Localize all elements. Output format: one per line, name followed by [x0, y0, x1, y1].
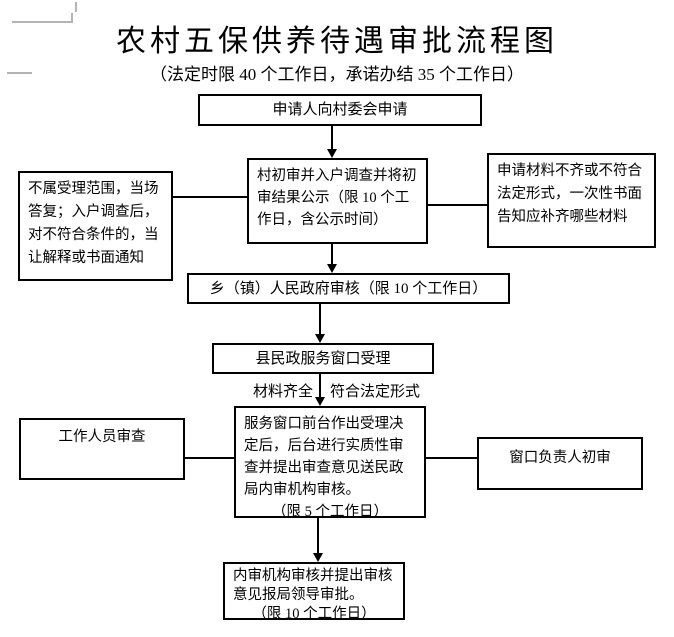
connector-county-to-service [319, 374, 321, 398]
flow-box-materials-incomplete-label: 申请材料不齐或不符合法定形式，一次性书面告知应补齐哪些材料 [497, 163, 642, 225]
flow-box-county-window-label: 县民政服务窗口受理 [255, 350, 391, 367]
label-legal-form: 符合法定形式 [330, 384, 421, 400]
arrowhead-down-icon [313, 553, 323, 562]
corner-mark [7, 72, 32, 74]
arrowhead-down-icon [315, 397, 325, 406]
flow-box-village-review-label: 村初审并入户调查并将初审结果公示（限 10 个工作日，含公示时间） [257, 168, 417, 228]
connector-staff-to-service [185, 457, 234, 459]
connector-apply-to-village [331, 126, 333, 151]
flow-box-internal-audit: 内审机构审核并提出审核意见报局领导审批。 （限 10 个工作日） [223, 562, 405, 622]
flow-box-window-chief-label: 窗口负责人初审 [509, 450, 611, 466]
flow-box-not-accepted-label: 不属受理范围，当场答复；入户调查后，对不符合条件的，当让解释或书面通知 [28, 181, 159, 266]
page-subtitle: （法定时限 40 个工作日，承诺办结 35 个工作日） [150, 65, 524, 84]
connector-village-to-township [331, 244, 333, 266]
corner-mark [75, 2, 77, 12]
connector-service-to-audit [317, 518, 319, 555]
flow-box-staff-review-label: 工作人员审查 [58, 429, 146, 445]
connector-township-to-county [319, 304, 321, 336]
flow-box-service-window: 服务窗口前台作出受理决定后，后台进行实质性审查并提出审查意见送民政局内审机构审核… [234, 406, 426, 520]
connector-notaccepted-to-village [173, 196, 247, 198]
arrowhead-down-icon [327, 264, 337, 273]
flow-box-materials-incomplete: 申请材料不齐或不符合法定形式，一次性书面告知应补齐哪些材料 [487, 153, 656, 248]
arrowhead-down-icon [327, 149, 337, 158]
page-title: 农村五保供养待遇审批流程图 [116, 25, 558, 58]
flow-box-service-window-label: 服务窗口前台作出受理决定后，后台进行实质性审查并提出审查意见送民政局内审机构审核… [244, 416, 404, 498]
flow-box-window-chief: 窗口负责人初审 [477, 437, 643, 490]
flow-box-internal-audit-limit: （限 10 个工作日） [252, 606, 376, 622]
flow-box-staff-review: 工作人员审查 [19, 418, 185, 480]
flow-box-not-accepted: 不属受理范围，当场答复；入户调查后，对不符合条件的，当让解释或书面通知 [18, 171, 173, 281]
arrowhead-down-icon [315, 334, 325, 343]
flow-box-service-window-limit: （限 5 个工作日） [272, 504, 388, 520]
flow-box-internal-audit-label: 内审机构审核并提出审核意见报局领导审批。 [233, 568, 393, 603]
flow-box-county-window: 县民政服务窗口受理 [212, 343, 434, 374]
label-materials-complete: 材料齐全 [252, 384, 313, 400]
flow-box-township-review: 乡（镇）人民政府审核（限 10 个工作日） [187, 273, 510, 304]
corner-mark [71, 13, 73, 23]
flow-box-township-review-label: 乡（镇）人民政府审核（限 10 个工作日） [209, 280, 488, 297]
flow-box-apply-label: 申请人向村委会申请 [272, 102, 408, 118]
connector-village-to-materials [428, 204, 487, 206]
flow-box-village-review: 村初审并入户调查并将初审结果公示（限 10 个工作日，含公示时间） [247, 158, 428, 244]
connector-service-to-chief [426, 457, 477, 459]
corner-mark [12, 21, 73, 23]
flow-box-apply: 申请人向村委会申请 [198, 94, 482, 126]
